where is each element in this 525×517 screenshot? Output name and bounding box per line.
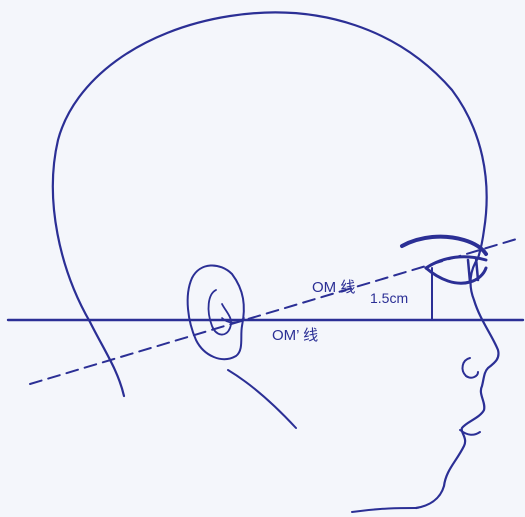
om-line-label: OM 线	[312, 279, 355, 296]
distance-label: 1.5cm	[370, 290, 408, 306]
om-prime-line-label: OM’ 线	[272, 327, 318, 344]
